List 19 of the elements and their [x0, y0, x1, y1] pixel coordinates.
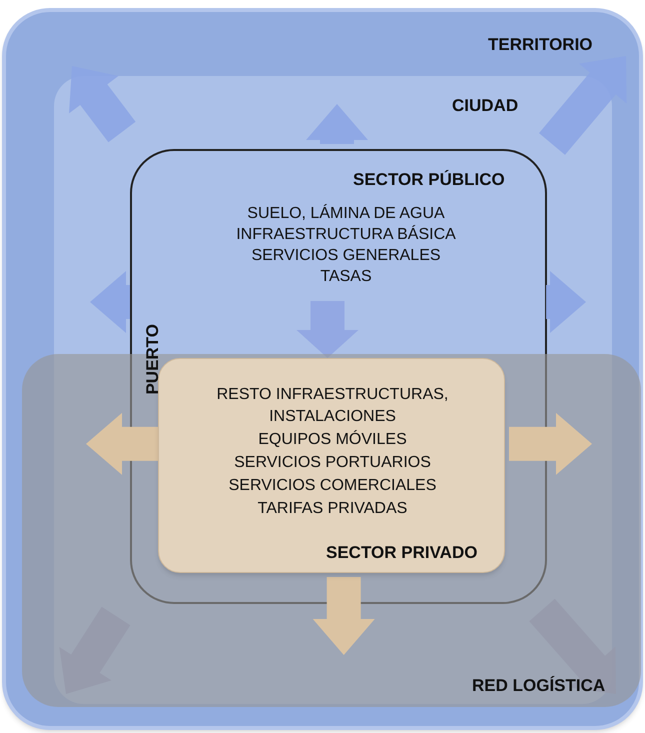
item-text: TARIFAS PRIVADAS: [256, 499, 408, 519]
region-label: CIUDAD: [452, 95, 518, 117]
item-text: SERVICIOS GENERALES: [250, 246, 442, 266]
region-label: RED LOGÍSTICA: [472, 675, 606, 697]
item-text: INFRAESTRUCTURA BÁSICA: [235, 225, 457, 245]
item-text: RESTO INFRAESTRUCTURAS, INSTALACIONES: [216, 385, 450, 427]
private-sector-box: [158, 358, 505, 573]
item-text: SERVICIOS COMERCIALES: [228, 476, 438, 496]
arrow: [296, 301, 358, 358]
item-text: TASAS: [319, 267, 373, 287]
item-text: SERVICIOS PORTUARIOS: [233, 453, 432, 473]
arrow: [312, 577, 375, 655]
sector-heading: SECTOR PRIVADO: [326, 542, 478, 564]
item-text: SUELO, LÁMINA DE AGUA: [246, 204, 446, 224]
arrow: [509, 412, 592, 475]
item-text: EQUIPOS MÓVILES: [257, 430, 408, 450]
region-label: TERRITORIO: [488, 34, 593, 56]
sector-heading: SECTOR PÚBLICO: [353, 169, 505, 191]
region-label: PUERTO: [142, 324, 163, 395]
